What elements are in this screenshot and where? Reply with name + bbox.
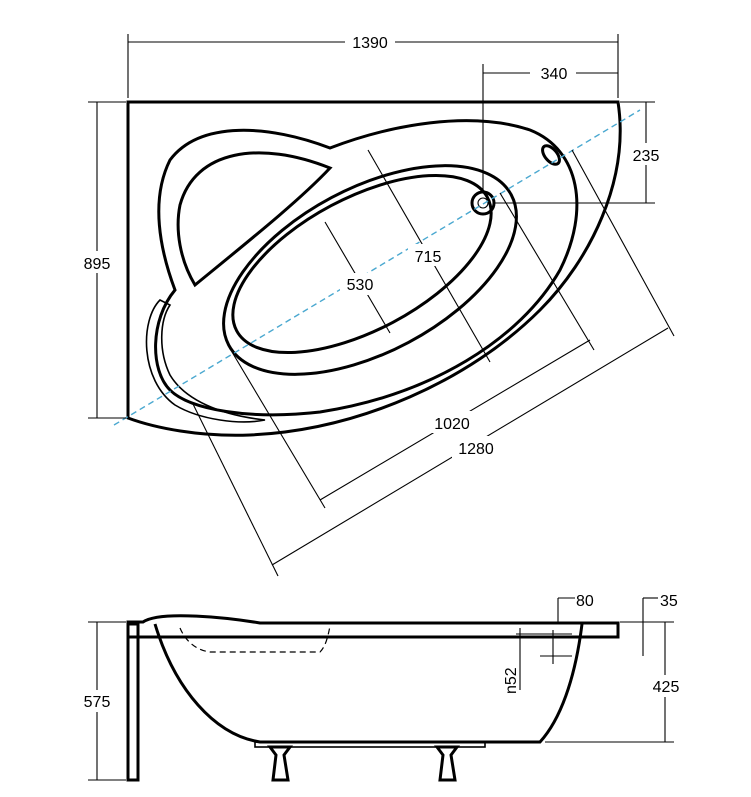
plan-overflow: [541, 144, 561, 166]
dim-label-1280: 1280: [458, 441, 494, 458]
side-front-panel: [126, 622, 140, 782]
dim-bg-530: [340, 273, 380, 295]
dim-ext-1020-right: [499, 192, 595, 351]
dim-label-715: 715: [415, 249, 442, 266]
dim-bg-340: [530, 61, 576, 83]
plan-inner-rim: [154, 119, 579, 417]
dim-bg-895: [76, 251, 118, 273]
dim-label-895: 895: [84, 256, 111, 273]
side-base-plate: [254, 741, 486, 748]
dim-bg-1020: [428, 411, 476, 433]
plan-diagonal-axis: [113, 109, 641, 426]
dim-label-530: 530: [347, 277, 374, 294]
dim-label-1020: 1020: [434, 416, 470, 433]
plan-inner-bowl-outer: [222, 164, 518, 376]
side-backrest-dashed: [179, 625, 331, 653]
side-foot-right: [434, 745, 460, 782]
dim-label-80: 80: [576, 593, 594, 610]
dim-bg-235: [624, 143, 668, 165]
side-rim: [126, 614, 620, 639]
dim-bg-425: [644, 675, 688, 697]
dim-bg-715: [408, 244, 448, 266]
dim-ext-1020-left: [231, 351, 326, 509]
side-foot-left: [267, 745, 293, 782]
plan-inner-bowl-bottom: [231, 173, 493, 355]
dim-label-1390: 1390: [352, 35, 388, 52]
plan-view: 1390 340 895 235 715 530 1020: [76, 30, 675, 577]
dim-bg-1390: [345, 30, 395, 52]
dim-ext-1280-left: [191, 401, 279, 577]
plan-outer-outline: [126, 100, 622, 437]
dim-label-35: 35: [660, 593, 678, 610]
side-view: n52 80 35 575 425: [76, 593, 688, 782]
plan-backrest-loop: [176, 151, 333, 288]
side-overflow-label: n52: [503, 667, 520, 694]
dim-bg-1280: [452, 436, 500, 458]
dim-label-340: 340: [541, 66, 568, 83]
dim-label-235: 235: [633, 148, 660, 165]
dim-ext-1280-right: [571, 149, 675, 337]
plan-drain-inner: [477, 197, 489, 209]
dim-label-425: 425: [653, 679, 680, 696]
dim-bg-575: [76, 690, 118, 712]
plan-left-armrest: [145, 299, 266, 423]
dim-label-575: 575: [84, 694, 111, 711]
